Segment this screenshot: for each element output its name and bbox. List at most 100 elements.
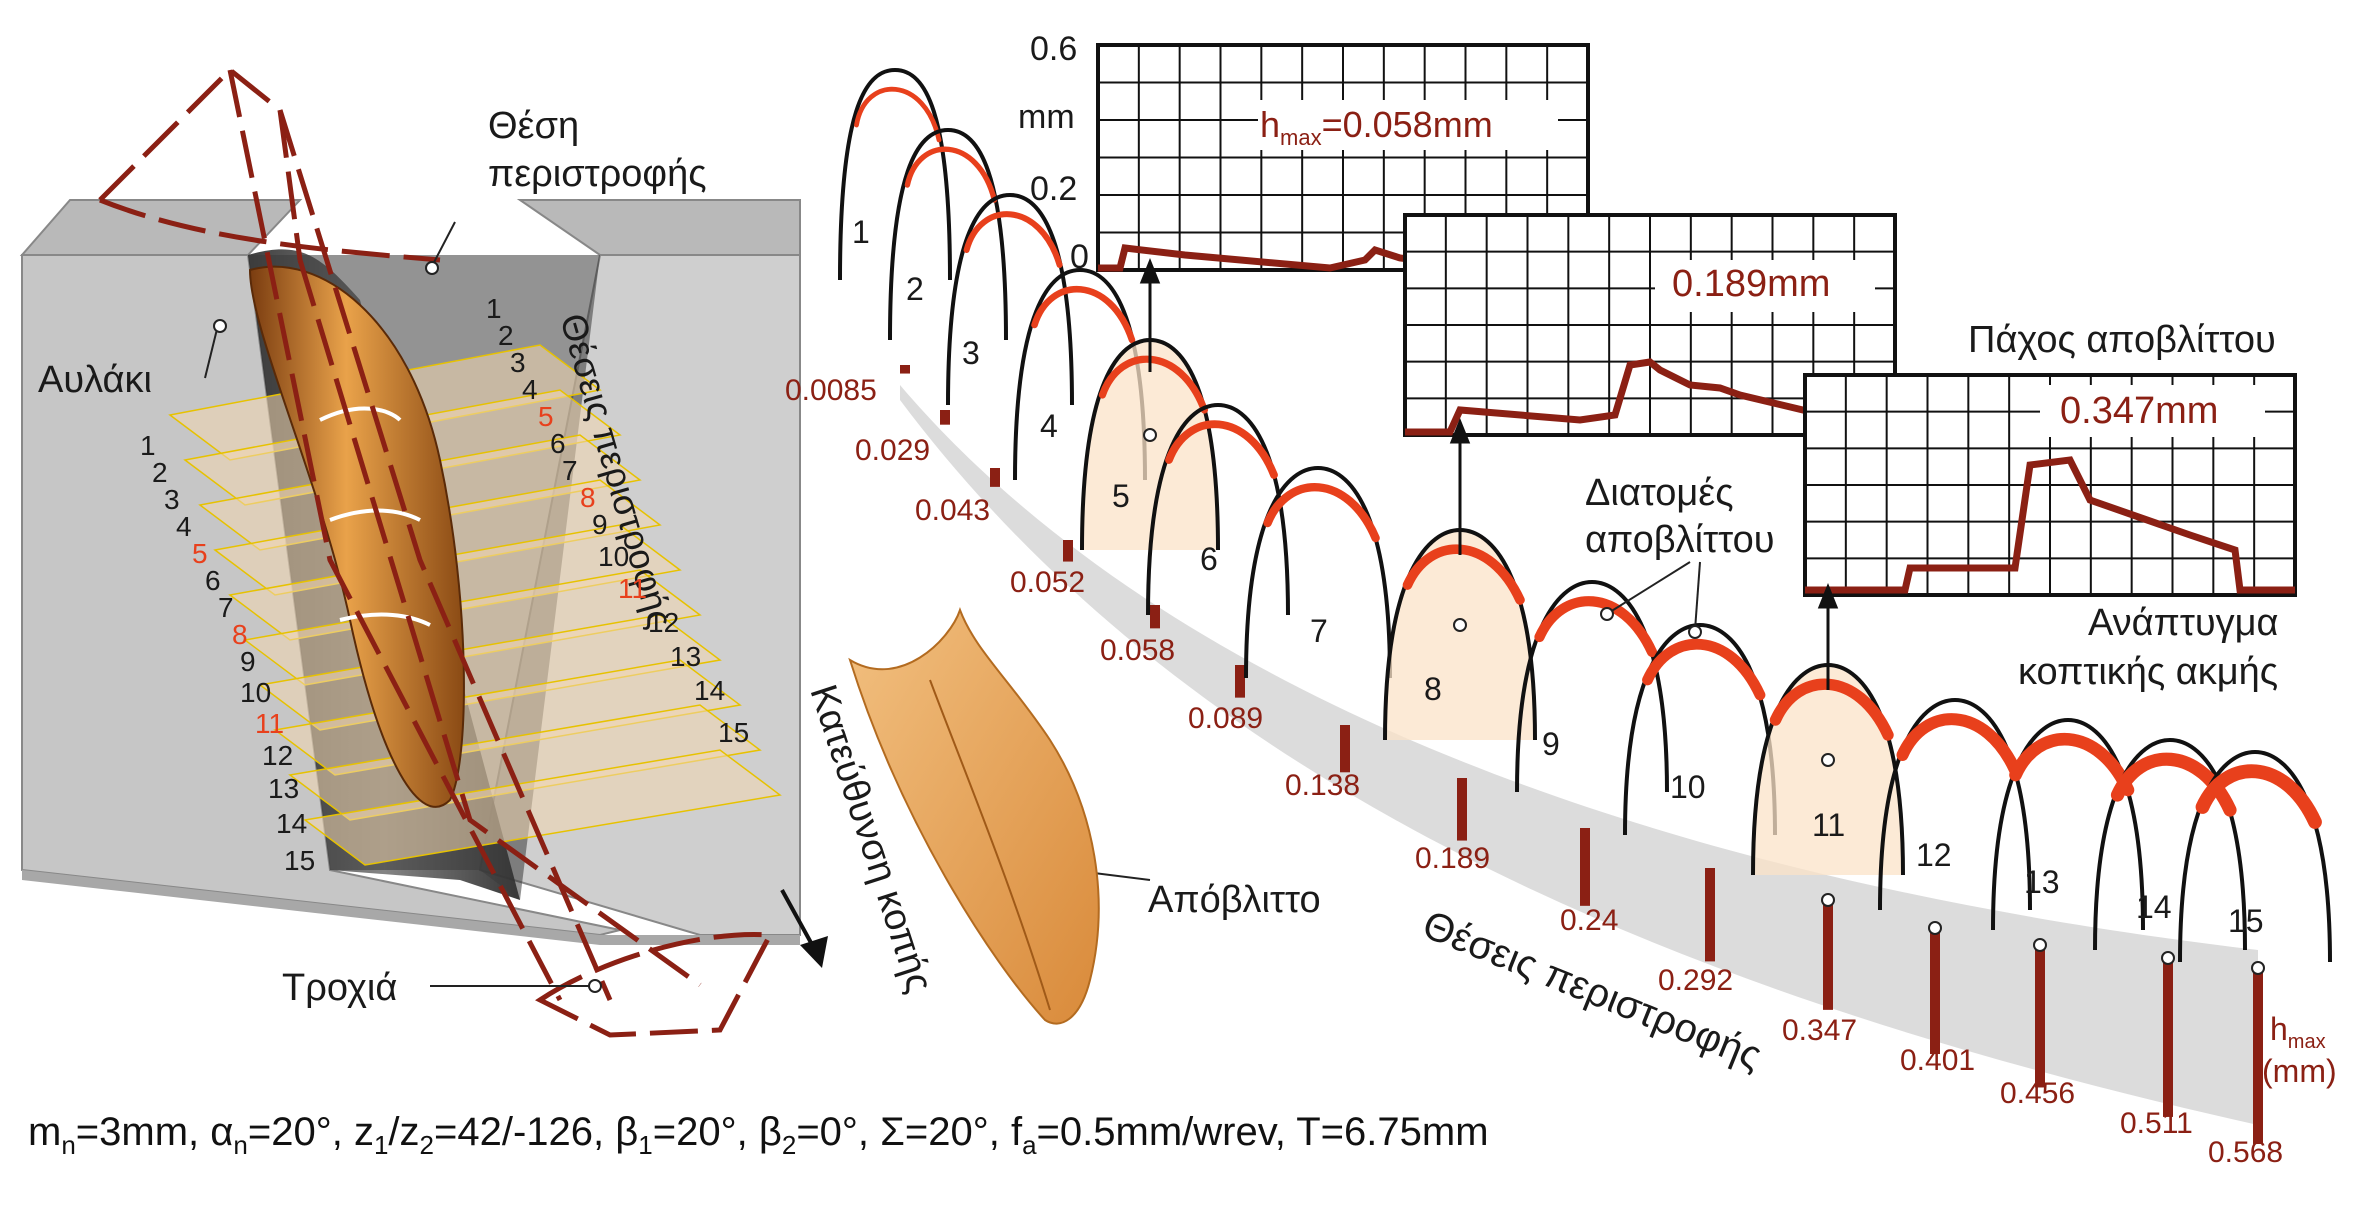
highlighted-profile-fill-11 [1753,665,1903,875]
hmax-bar-marker-12 [1928,921,1942,935]
svg-text:12: 12 [262,740,293,771]
hmax-bar-label-5: 0.058 [1100,634,1175,667]
hmax-bar-label-11: 0.347 [1782,1014,1857,1047]
profile-marker-8 [1453,618,1467,632]
profile-number-12: 12 [1916,837,1952,873]
svg-text:3: 3 [164,484,180,515]
trajectory-label: Τροχιά [282,967,397,1009]
profile-number-14: 14 [2136,889,2172,925]
hmax-bar-label-2: 0.029 [855,434,930,467]
hmax-bar-marker-11 [1821,893,1835,907]
hmax-bar-2 [940,410,950,425]
svg-text:8: 8 [232,619,248,650]
svg-text:5: 5 [192,538,208,569]
chip-section-4 [1031,286,1136,344]
svg-text:0.189mm: 0.189mm [1672,263,1830,305]
hmax-bar-9 [1580,828,1590,906]
svg-text:0: 0 [1070,238,1089,276]
hmax-band [900,385,2258,1125]
cutting-edge-label-2: κοπτικής ακμής [2018,651,2278,693]
profile-number-6: 6 [1200,541,1218,577]
hmax-bar-7 [1340,725,1350,773]
svg-text:1: 1 [486,293,502,324]
svg-text:2: 2 [152,457,168,488]
hmax-bar-8 [1457,778,1467,841]
chip-section-7 [1263,483,1380,543]
chip-section-10 [1642,638,1766,701]
tooth-profile-3 [946,192,1074,406]
chip-3d [248,265,465,808]
hmax-bar-label-13: 0.456 [2000,1077,2075,1110]
profile-number-15: 15 [2228,903,2264,939]
tooth-profile-10 [1623,622,1777,836]
profile-marker-5 [1143,428,1157,442]
svg-text:0.347mm: 0.347mm [2060,390,2218,432]
svg-text:6: 6 [550,428,566,459]
tooth-profile-1 [838,67,952,281]
profile-number-11: 11 [1812,807,1845,843]
profile-marker-11 [1821,753,1835,767]
hmax-bar-label-14: 0.511 [2120,1107,2193,1140]
hmax-axis-label-h: hmax [2270,1011,2326,1053]
tooth-profile-14 [2093,737,2247,951]
svg-text:15: 15 [718,717,749,748]
hmax-bar-labels: 0.00850.0290.0430.0520.0580.0890.1380.18… [785,374,2283,1169]
svg-text:9: 9 [592,509,608,540]
rotation-position-label-1: Θέση [488,105,579,147]
svg-text:11: 11 [618,573,647,604]
hmax-bar-13 [2035,945,2045,1088]
profile-number-5: 5 [1112,478,1130,514]
hmax-bar-label-8: 0.189 [1415,842,1490,875]
svg-text:hmax=0.058mm: hmax=0.058mm [1260,104,1493,150]
cutting-edge-label-1: Ανάπτυγμα [2088,602,2279,644]
hmax-bar-marker-13 [2033,938,2047,952]
profile-number-8: 8 [1424,671,1442,707]
profile-number-10: 10 [1670,769,1706,805]
chip-section-9 [1534,596,1658,658]
svg-text:mm: mm [1018,98,1075,136]
profile-number-4: 4 [1040,408,1058,444]
svg-text:7: 7 [562,455,578,486]
svg-text:8: 8 [580,482,596,513]
chip-section-15 [2195,764,2322,829]
svg-text:10: 10 [240,677,271,708]
left-numbers-b: 1 2 3 4 5 6 7 8 9 10 11 12 13 14 15 [486,293,749,748]
svg-text:15: 15 [284,845,315,876]
highlighted-profile-fill-5 [1082,340,1218,550]
chip-label: Απόβλιττο [1148,879,1321,921]
tooth-profile-7 [1244,465,1392,679]
hmax-bar-4 [1063,540,1073,562]
hmax-bar-label-15: 0.568 [2208,1136,2283,1169]
chip-section-1 [854,86,942,143]
hmax-bars [900,365,2265,1144]
profile-number-2: 2 [906,271,924,307]
hmax-bar-marker-15 [2251,961,2265,975]
chip-cross-sections-label-1: Διατομές [1585,472,1734,514]
tooth-profile-15 [2178,749,2332,963]
svg-text:3: 3 [510,347,526,378]
tool-outline [98,66,774,1038]
svg-text:11: 11 [255,708,284,739]
hmax-bar-label-1: 0.0085 [785,374,877,407]
svg-text:2: 2 [498,320,514,351]
svg-text:0.6: 0.6 [1030,30,1077,68]
hmax-bar-14 [2163,958,2173,1117]
highlighted-profile-fill-8 [1385,530,1535,740]
chip-section-3 [963,211,1063,268]
hmax-bar-label-4: 0.052 [1010,566,1085,599]
hmax-bar-label-7: 0.138 [1285,769,1360,802]
plot-arrows [1139,257,1839,690]
svg-text:10: 10 [598,541,629,572]
profile-number-7: 7 [1310,613,1328,649]
hmax-bar-15 [2253,968,2263,1144]
chip-section-6 [1165,420,1278,479]
chip-section-2 [904,146,998,203]
thickness-plot-1-axis: 0.6 mm 0.2 0 [1018,30,1089,276]
cutting-direction-arrow [780,889,828,968]
chip-section-12 [1896,713,2021,776]
hmax-bar-label-9: 0.24 [1560,904,1618,937]
hmax-bar-12 [1930,928,1940,1055]
chip-cross-sections-label-2: αποβλίττου [1585,519,1774,561]
svg-text:4: 4 [522,374,538,405]
